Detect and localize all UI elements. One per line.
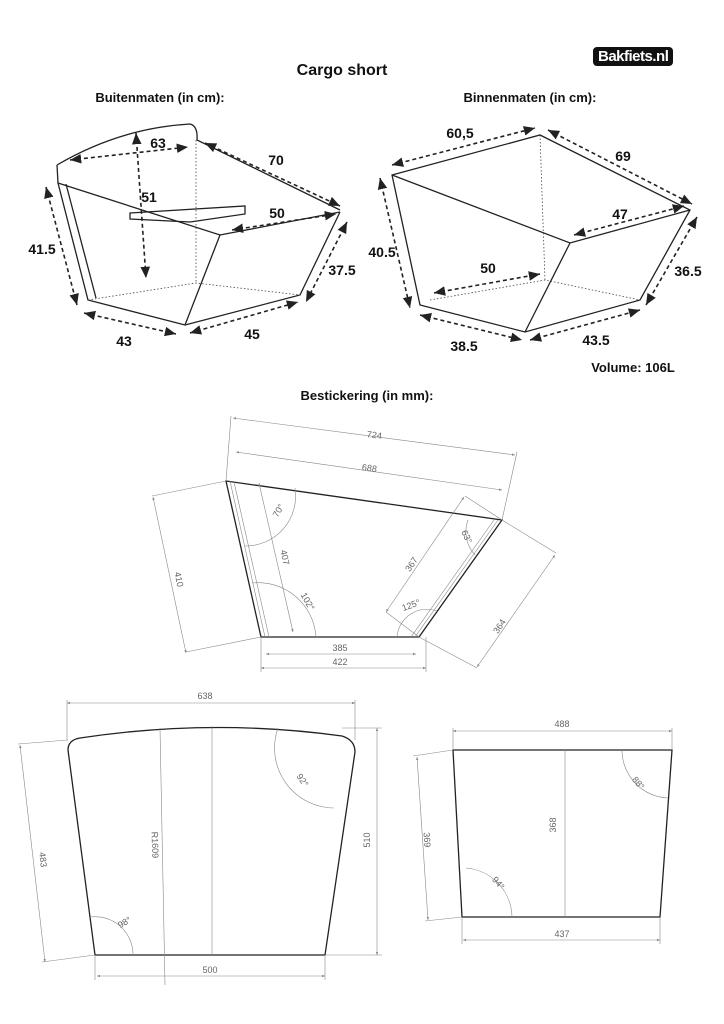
inner-heading: Binnenmaten (in cm):: [464, 90, 597, 105]
side-dim-724: 724: [366, 429, 382, 441]
back-dim-483: 483: [37, 852, 49, 868]
inner-dim-50: 50: [480, 260, 496, 276]
back-sticker-drawing: [17, 700, 382, 986]
front-angle-88: 88°: [630, 775, 647, 792]
back-dim-510: 510: [362, 832, 372, 847]
volume-label: Volume: 106L: [591, 360, 675, 375]
stickers-heading: Bestickering (in mm):: [301, 388, 434, 403]
front-sticker-drawing: [412, 728, 673, 944]
outer-heading: Buitenmaten (in cm):: [95, 90, 224, 105]
inner-box-drawing: [377, 126, 698, 342]
front-dim-488: 488: [554, 719, 569, 729]
side-dim-364: 364: [491, 617, 508, 635]
inner-dim-36-5: 36.5: [674, 263, 701, 279]
outer-dim-51: 51: [141, 189, 157, 205]
front-dim-437: 437: [554, 929, 569, 939]
outer-dim-41-5: 41.5: [28, 241, 55, 257]
side-angle-70: 70°: [271, 502, 287, 519]
bakfiets-logo: Bakfiets.nl: [593, 47, 674, 66]
outer-dim-37-5: 37.5: [328, 262, 355, 278]
side-dim-367: 367: [403, 555, 420, 573]
side-dim-688: 688: [361, 462, 377, 474]
back-dim-638: 638: [197, 691, 212, 701]
front-dim-368: 368: [548, 817, 558, 832]
side-sticker-drawing: [151, 415, 557, 672]
side-angle-125: 125°: [401, 597, 422, 613]
outer-box-drawing: [44, 123, 348, 337]
outer-dim-63: 63: [150, 135, 166, 151]
inner-dim-38-5: 38.5: [450, 338, 477, 354]
side-dim-407: 407: [278, 549, 291, 566]
page-title: Cargo short: [297, 62, 388, 79]
back-angle-98: 98°: [116, 914, 133, 930]
back-angle-92: 92°: [294, 772, 310, 789]
outer-dim-70: 70: [268, 152, 284, 168]
side-dim-422: 422: [332, 657, 347, 667]
inner-dim-43-5: 43.5: [582, 332, 609, 348]
front-angle-94: 94°: [490, 875, 507, 892]
outer-dim-50: 50: [269, 205, 285, 221]
outer-dim-43: 43: [116, 333, 132, 349]
inner-dim-60-5: 60,5: [446, 125, 473, 141]
side-angle-63: 63°: [459, 528, 474, 545]
inner-dim-47: 47: [612, 206, 628, 222]
side-dim-410: 410: [172, 571, 185, 588]
front-dim-369: 369: [421, 832, 432, 848]
inner-dim-69: 69: [615, 148, 631, 164]
back-radius-r1609: R1609: [150, 831, 161, 858]
back-dim-500: 500: [202, 965, 217, 975]
outer-dim-45: 45: [244, 326, 260, 342]
side-dim-385: 385: [332, 643, 347, 653]
inner-dim-40-5: 40.5: [368, 244, 395, 260]
